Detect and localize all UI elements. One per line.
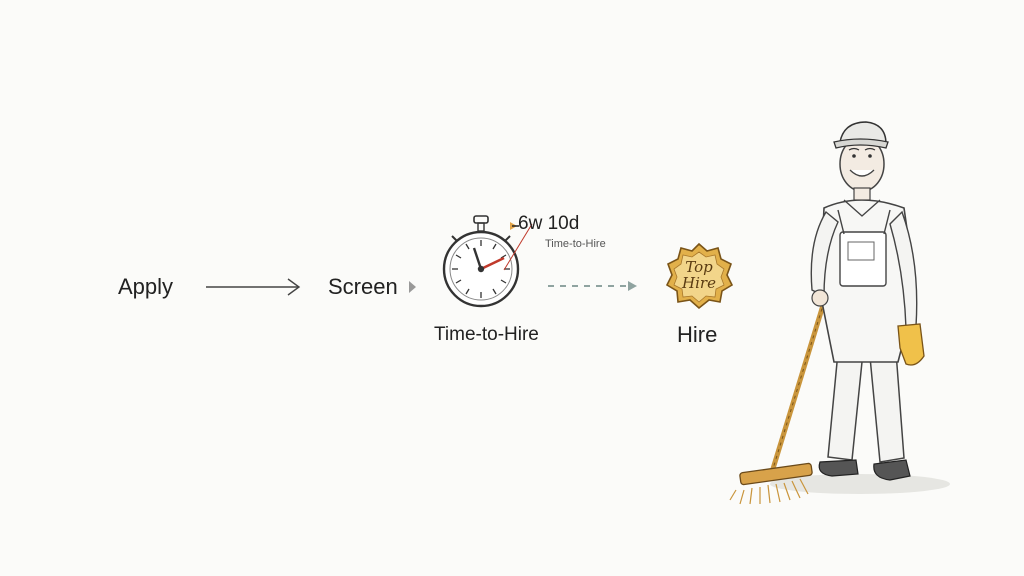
arrow-apply-to-screen bbox=[206, 278, 301, 296]
duration-dash bbox=[512, 225, 519, 227]
stopwatch-icon bbox=[442, 215, 520, 308]
screen-chevron-icon bbox=[409, 281, 416, 293]
step-screen-label: Screen bbox=[328, 274, 398, 299]
step-time-to-hire-label: Time-to-Hire bbox=[434, 324, 539, 345]
duration-leader-line bbox=[503, 223, 533, 271]
janitor-illustration bbox=[729, 121, 950, 505]
top-hire-badge-icon bbox=[665, 242, 734, 310]
step-hire-label: Hire bbox=[677, 322, 718, 347]
badge-line-2: Hire bbox=[682, 274, 716, 292]
badge-line-1: Top bbox=[685, 258, 713, 276]
step-apply-label: Apply bbox=[118, 274, 174, 299]
duration-value: 6w 10d bbox=[518, 213, 580, 234]
dashed-arrow-to-hire bbox=[548, 281, 637, 291]
duration-caption: Time-to-Hire bbox=[545, 238, 606, 250]
